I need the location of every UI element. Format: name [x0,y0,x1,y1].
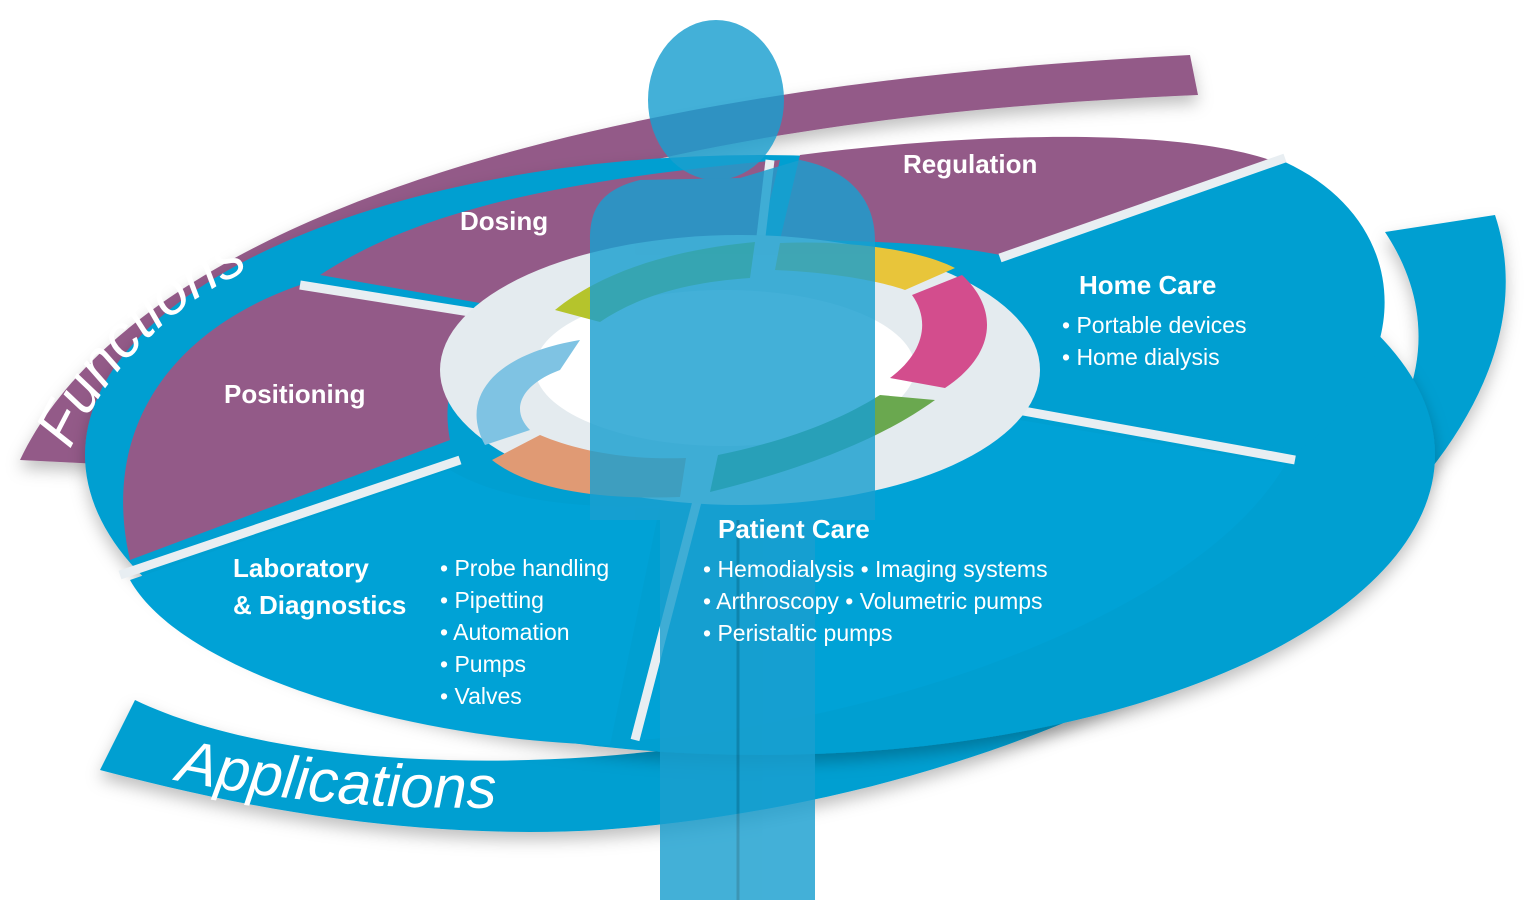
segment-home-care [990,162,1385,450]
lab-item: • Valves [440,683,522,709]
human-body [590,160,875,900]
segment-positioning [123,285,506,560]
dosing-label: Dosing [460,206,548,236]
human-head [648,20,784,180]
ring-segment-pink [890,275,988,388]
lab-item: • Probe handling [440,555,609,581]
applications-label: Applications [169,727,496,821]
lab-item: • Pumps [440,651,526,677]
ring-segment-lightblue [476,340,580,445]
segment-regulation [780,136,1270,255]
home-care-title: Home Care [1079,270,1216,300]
patient-care-title: Patient Care [718,514,870,544]
lab-title-line1: Laboratory [233,553,369,583]
lab-item: • Automation [440,619,570,645]
human-figure-icon [590,20,875,900]
lab-title-line2: & Diagnostics [233,590,406,620]
home-care-item: • Home dialysis [1062,344,1220,370]
lab-item: • Pipetting [440,587,544,613]
patient-care-item: • Peristaltic pumps [703,620,893,646]
patient-care-item: • Hemodialysis • Imaging systems [703,556,1048,582]
home-care-item: • Portable devices [1062,312,1246,338]
patient-care-item: • Arthroscopy • Volumetric pumps [703,588,1043,614]
segment-lab [130,470,660,745]
regulation-label: Regulation [903,149,1037,179]
positioning-label: Positioning [224,379,366,409]
